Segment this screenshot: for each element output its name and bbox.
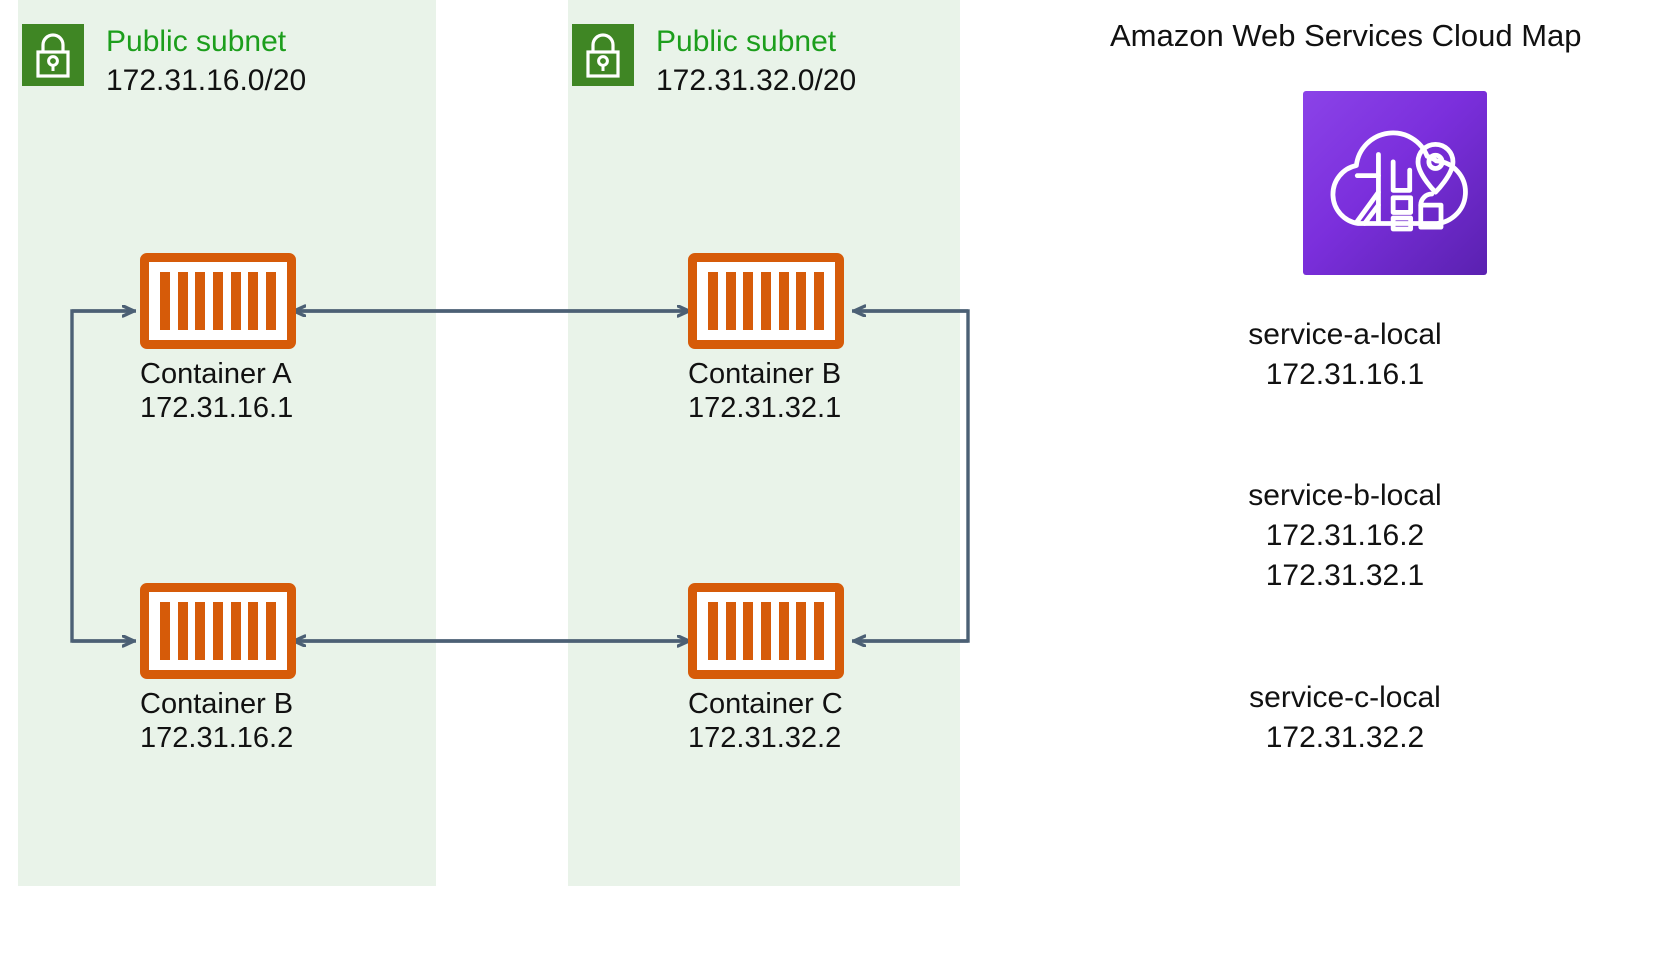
container-ip: 172.31.32.1	[688, 391, 842, 424]
container-ip: 172.31.16.1	[140, 391, 294, 424]
service-ip: 172.31.32.1	[1265, 558, 1425, 592]
container-ip: 172.31.32.2	[688, 721, 842, 754]
container-label: Container B	[688, 358, 842, 390]
service-entry-a: service-a-local 172.31.16.1	[1110, 315, 1580, 395]
service-name: service-c-local	[1249, 681, 1441, 714]
service-entry-b: service-b-local 172.31.16.2 172.31.32.1	[1110, 476, 1580, 596]
container-icon	[688, 583, 844, 679]
container-ip: 172.31.16.2	[140, 721, 294, 754]
container-node-c[interactable]: Container C 172.31.32.2	[688, 583, 848, 755]
container-node-b-right[interactable]: Container B 172.31.32.1	[688, 253, 848, 425]
subnet-cidr: 172.31.16.0/20	[106, 64, 307, 98]
subnet-header-left: Public subnet 172.31.16.0/20	[22, 24, 306, 99]
lock-icon	[22, 24, 84, 86]
service-ip: 172.31.32.2	[1265, 720, 1425, 754]
aws-cloud-map-icon	[1303, 91, 1487, 275]
container-icon	[140, 583, 296, 679]
service-entry-c: service-c-local 172.31.32.2	[1110, 678, 1580, 758]
lock-icon	[572, 24, 634, 86]
subnet-cidr: 172.31.32.0/20	[656, 64, 857, 98]
container-node-b-left[interactable]: Container B 172.31.16.2	[140, 583, 300, 755]
container-icon	[688, 253, 844, 349]
container-node-a[interactable]: Container A 172.31.16.1	[140, 253, 300, 425]
container-icon	[140, 253, 296, 349]
container-label: Container C	[688, 688, 843, 720]
service-ip: 172.31.16.1	[1265, 357, 1425, 391]
service-ip: 172.31.16.2	[1265, 518, 1425, 552]
service-name: service-b-local	[1248, 479, 1442, 512]
subnet-title: Public subnet	[656, 25, 837, 58]
cloudmap-title: Amazon Web Services Cloud Map	[1110, 18, 1582, 53]
subnet-header-right: Public subnet 172.31.32.0/20	[572, 24, 856, 99]
subnet-title: Public subnet	[106, 25, 287, 58]
container-label: Container B	[140, 688, 294, 720]
container-label: Container A	[140, 358, 292, 390]
service-name: service-a-local	[1248, 318, 1442, 351]
